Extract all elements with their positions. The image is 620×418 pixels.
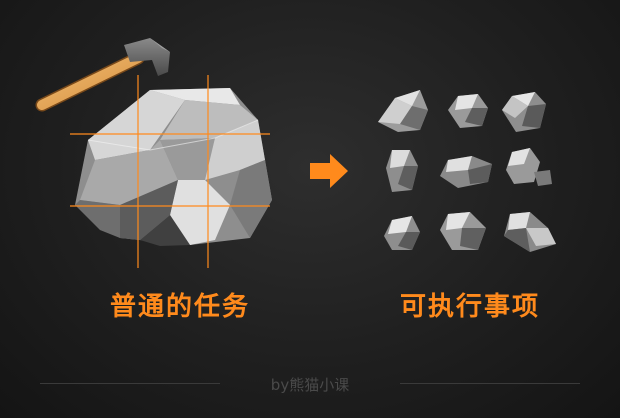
small-rock-1 bbox=[378, 90, 428, 132]
small-rock-6 bbox=[506, 148, 552, 186]
footer-credit: by熊猫小课 bbox=[270, 376, 350, 394]
footer-divider-right bbox=[400, 383, 580, 384]
small-rock-4 bbox=[386, 150, 418, 192]
footer-divider-left bbox=[40, 383, 220, 384]
right-arrow-icon bbox=[310, 154, 348, 188]
footer: by熊猫小课 bbox=[0, 372, 620, 396]
small-rock-3 bbox=[502, 92, 546, 132]
small-rock-2 bbox=[448, 94, 488, 128]
right-caption: 可执行事项 bbox=[399, 292, 540, 322]
small-rock-7 bbox=[384, 216, 420, 250]
small-rock-8 bbox=[440, 212, 486, 250]
left-caption: 普通的任务 bbox=[109, 292, 250, 322]
cut-lines bbox=[70, 75, 270, 268]
large-rock bbox=[75, 88, 272, 246]
hammer-icon bbox=[35, 38, 170, 112]
small-rock-9 bbox=[504, 212, 556, 252]
small-rock-5 bbox=[440, 156, 492, 188]
